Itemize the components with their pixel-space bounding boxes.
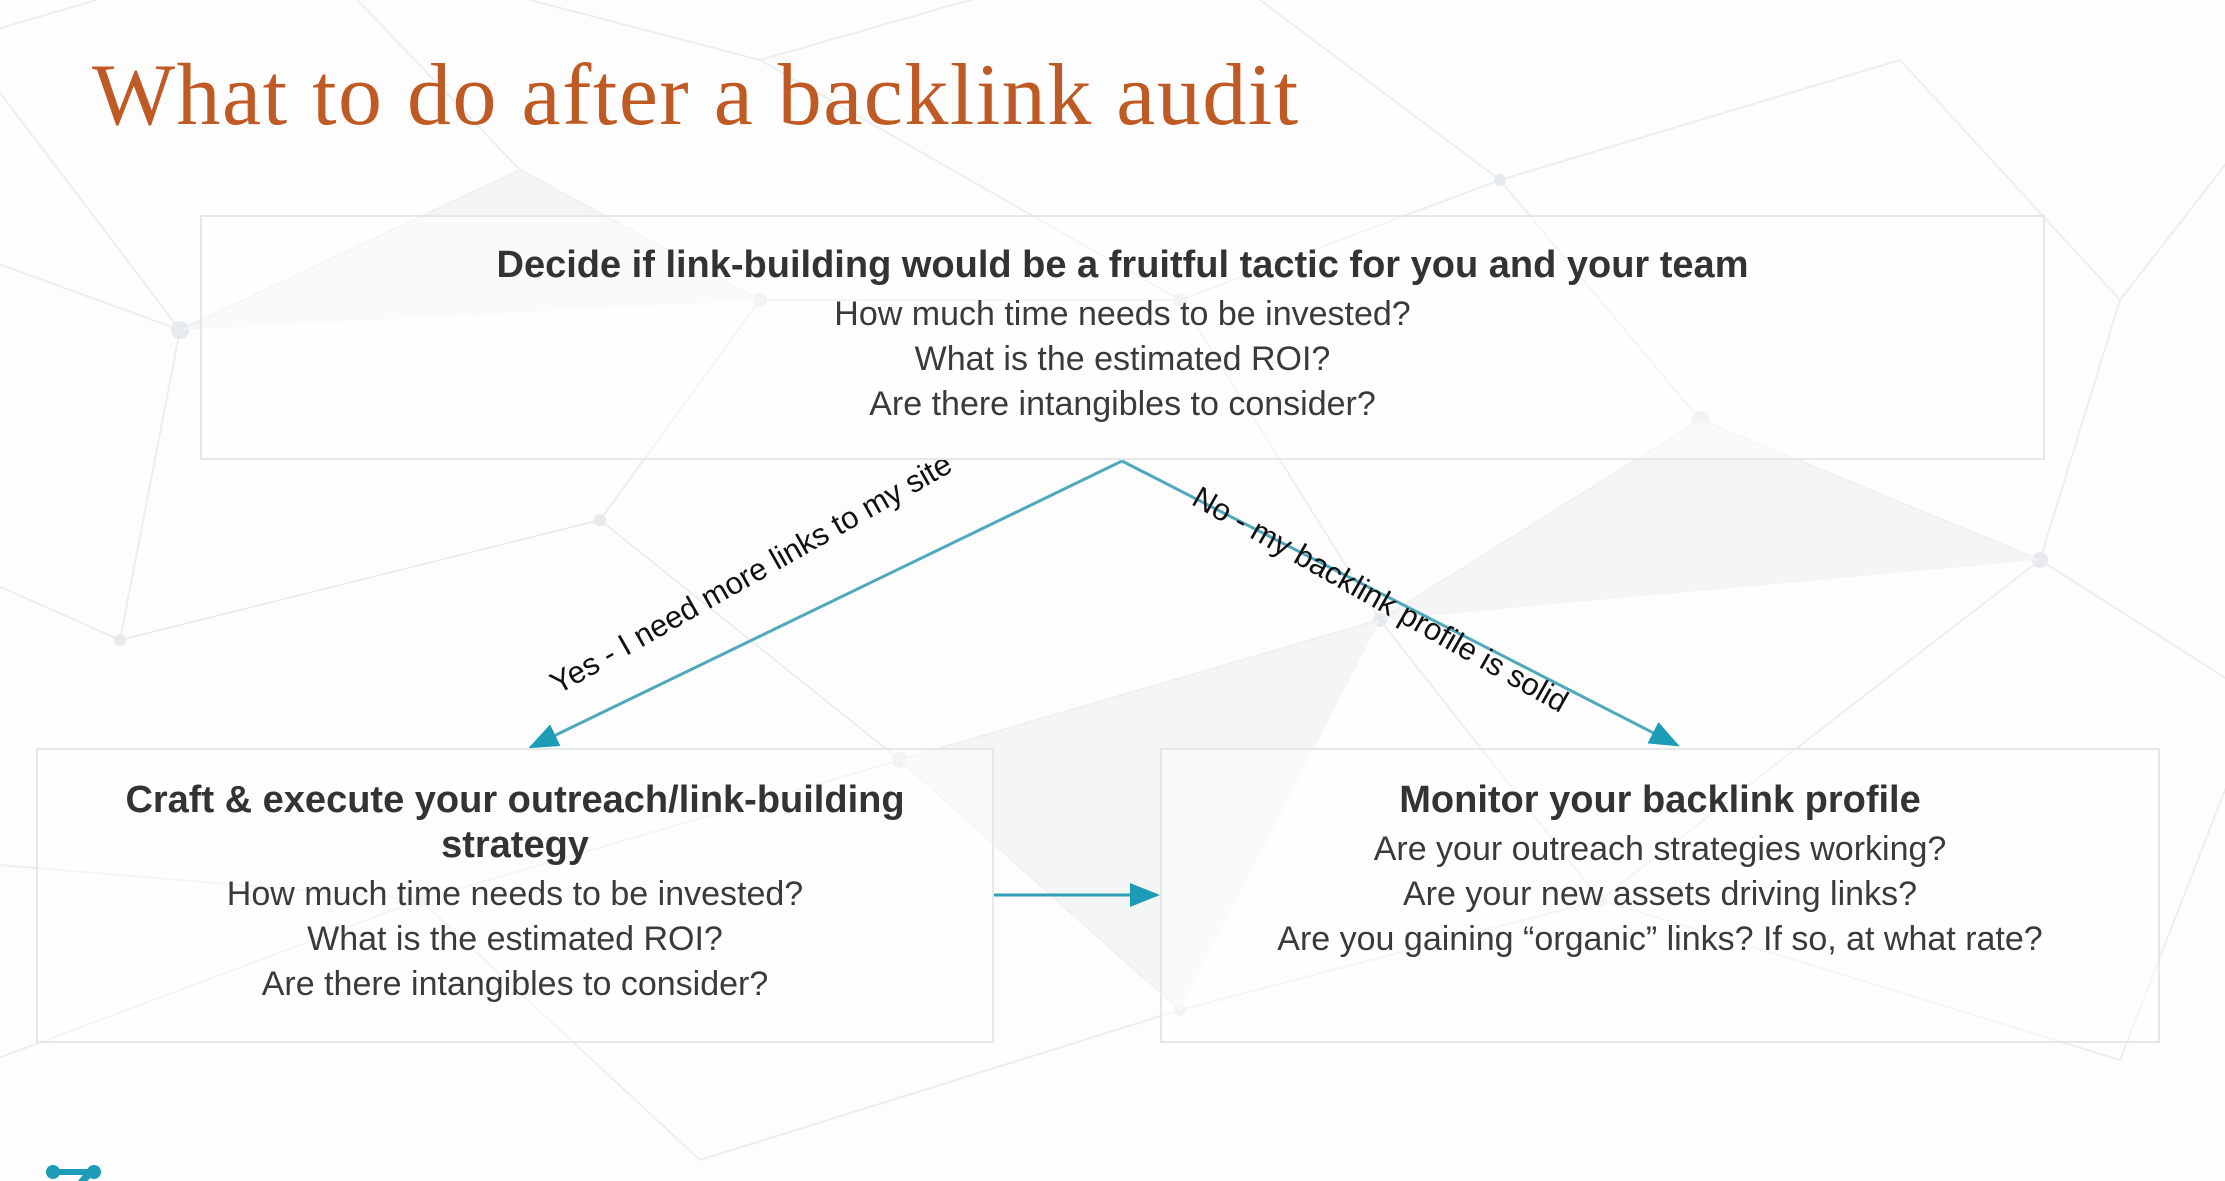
node-decide-box[interactable]: Decide if link-building would be a fruit…: [200, 215, 2045, 460]
node-decide-heading: Decide if link-building would be a fruit…: [496, 244, 1749, 286]
node-craft-heading: Craft & execute your outreach/link-build…: [125, 779, 905, 866]
link-node-logo-icon: [46, 1165, 101, 1181]
node-craft-box[interactable]: Craft & execute your outreach/link-build…: [36, 748, 994, 1043]
node-craft-line-3: Are there intangibles to consider?: [261, 965, 769, 1004]
node-decide-line-2: What is the estimated ROI?: [914, 340, 1331, 379]
node-monitor-line-1: Are your outreach strategies working?: [1373, 829, 1947, 868]
node-monitor-line-2: Are your new assets driving links?: [1402, 875, 1917, 914]
node-decide-line-1: How much time needs to be invested?: [834, 294, 1411, 333]
node-monitor-line-3: Are you gaining “organic” links? If so, …: [1277, 920, 2043, 959]
edge-yes-branch: [528, 459, 1123, 749]
node-monitor-heading: Monitor your backlink profile: [1399, 779, 1921, 821]
edge-label-no-branch: No - my backlink profile is solid: [1186, 479, 1575, 720]
node-craft-line-1: How much time needs to be invested?: [226, 874, 804, 913]
edge-label-yes-branch: Yes - I need more links to my site: [544, 446, 958, 701]
node-craft-line-2: What is the estimated ROI?: [307, 919, 723, 958]
slide-title: What to do after a backlink audit: [92, 47, 1300, 144]
node-monitor-box[interactable]: Monitor your backlink profile Are your o…: [1160, 748, 2160, 1043]
node-decide-line-3: Are there intangibles to consider?: [869, 385, 1376, 424]
